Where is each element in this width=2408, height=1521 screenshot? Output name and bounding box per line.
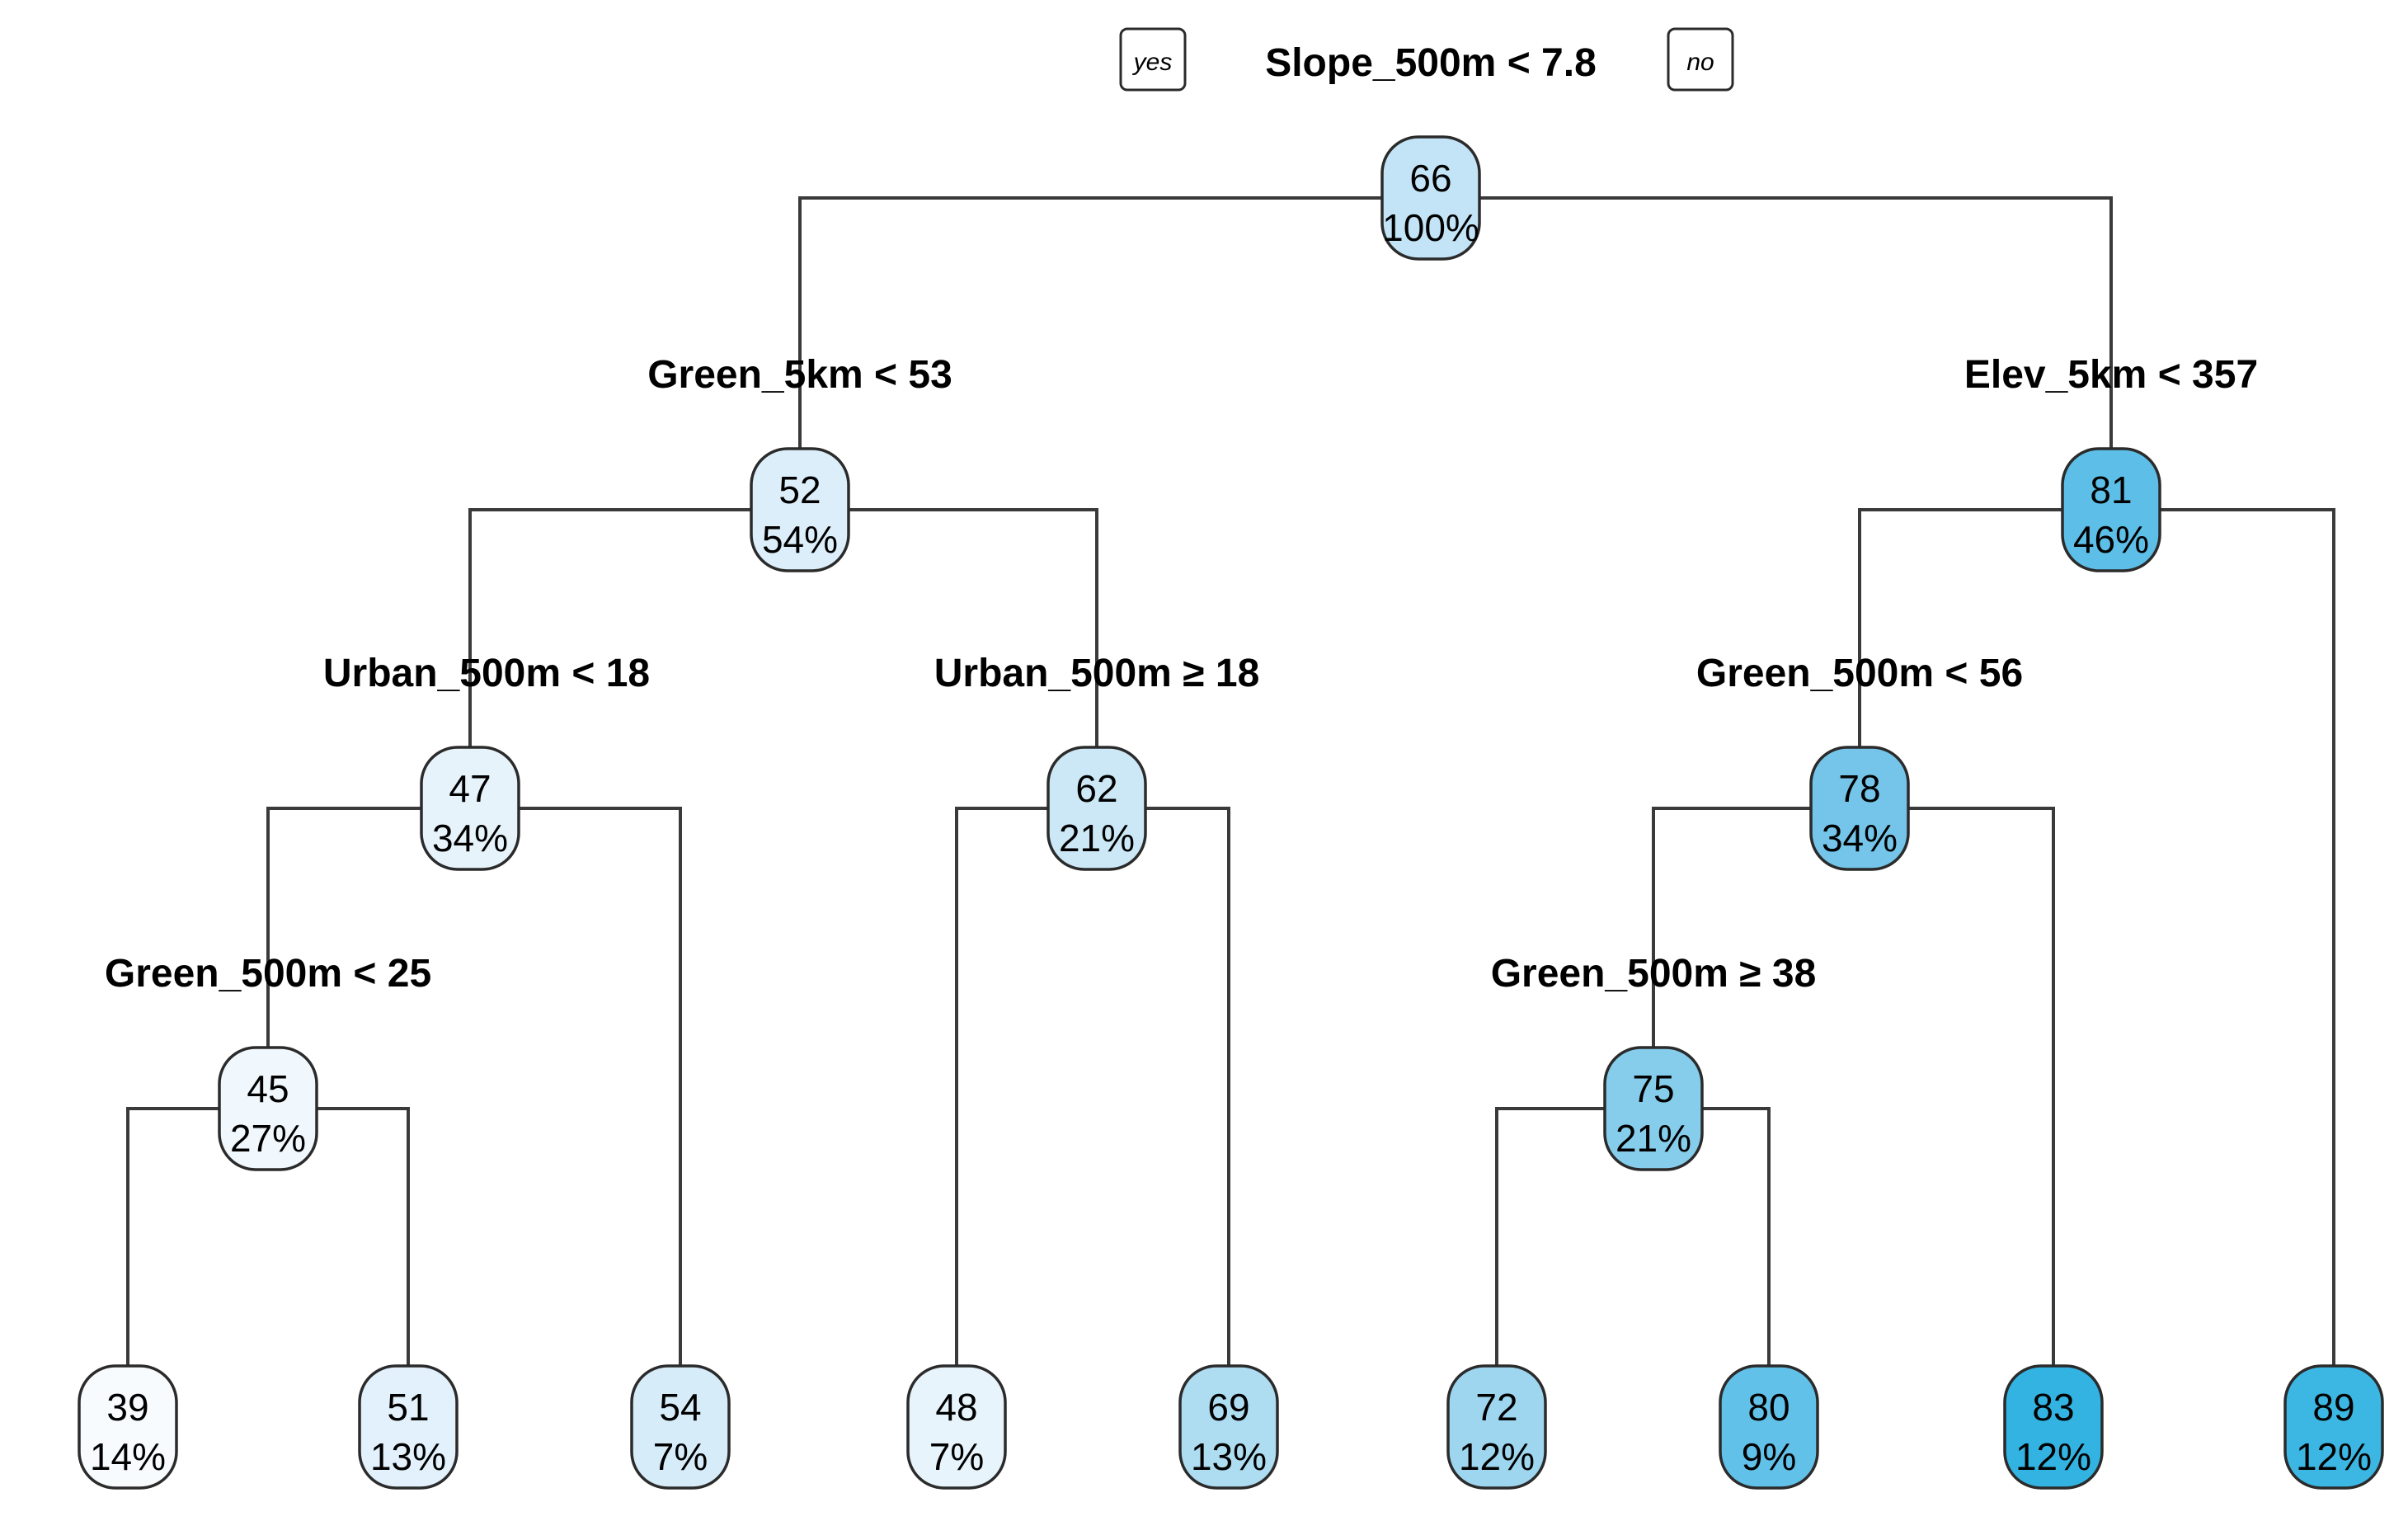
node-shape <box>1603 1046 1704 1171</box>
node-value: 54 <box>659 1386 701 1429</box>
tree-edge-n1-to-n3 <box>468 508 800 747</box>
node-shape <box>1380 135 1481 261</box>
node-shape <box>2061 447 2161 572</box>
node-shape <box>1719 1364 1819 1490</box>
node-percentage: 46% <box>2073 518 2149 561</box>
node-percentage: 12% <box>2015 1435 2091 1478</box>
yes-badge-box <box>1119 27 1187 92</box>
node-percentage: 27% <box>230 1117 306 1160</box>
node-value: 51 <box>387 1386 429 1429</box>
node-value: 89 <box>2312 1386 2354 1429</box>
node-shape <box>630 1364 731 1490</box>
tree-edge-n2-to-l8 <box>2111 508 2335 1366</box>
node-value: 80 <box>1747 1386 1790 1429</box>
node-value: 66 <box>1409 157 1451 200</box>
no-branch-badge: no <box>1667 27 1734 92</box>
node-percentage: 21% <box>1059 817 1135 859</box>
node-percentage: 12% <box>2296 1435 2372 1478</box>
split-label-s6: Green_500m < 25 <box>105 952 431 996</box>
node-value: 78 <box>1838 767 1880 810</box>
node-value: 48 <box>935 1386 977 1429</box>
node-value: 39 <box>106 1386 148 1429</box>
node-layer: 66100%5254%8146%4734%6221%7834%4527%7521… <box>78 135 2384 1490</box>
node-shape <box>78 1364 178 1490</box>
split-label-s0: Slope_500m < 7.8 <box>1265 41 1597 85</box>
tree-edge-n1-to-n4 <box>800 508 1098 747</box>
node-shape <box>420 746 520 871</box>
yes-badge-label: yes <box>1132 49 1173 76</box>
node-percentage: 34% <box>1822 817 1898 859</box>
node-shape <box>1809 746 1910 871</box>
node-value: 52 <box>778 469 821 511</box>
node-percentage: 34% <box>432 817 508 859</box>
node-shape <box>1046 746 1147 871</box>
split-label-s4: Urban_500m ≥ 18 <box>934 652 1260 695</box>
node-shape <box>1178 1364 1279 1490</box>
yes-branch-badge: yes <box>1119 27 1187 92</box>
leaf-node-l2[interactable]: 547% <box>630 1364 731 1490</box>
node-percentage: 100% <box>1382 206 1479 249</box>
node-percentage: 7% <box>929 1435 984 1478</box>
node-shape <box>750 447 850 572</box>
connector-layer <box>126 196 2335 1366</box>
tree-edge-n7-to-l5 <box>1495 1107 1653 1366</box>
node-value: 69 <box>1207 1386 1249 1429</box>
node-percentage: 7% <box>653 1435 708 1478</box>
no-badge-label: no <box>1686 49 1714 76</box>
split-label-s2: Elev_5km < 357 <box>1964 353 2258 397</box>
node-percentage: 12% <box>1459 1435 1535 1478</box>
node-percentage: 13% <box>1191 1435 1267 1478</box>
node-shape <box>218 1046 318 1171</box>
node-value: 75 <box>1632 1067 1674 1110</box>
node-shape <box>906 1364 1007 1490</box>
split-label-s5: Green_500m < 56 <box>1696 652 2023 695</box>
tree-edge-n5-to-l7 <box>1860 807 2055 1366</box>
node-shape <box>2003 1364 2104 1490</box>
tree-edge-n2-to-n5 <box>1858 508 2111 747</box>
split-label-s7: Green_500m ≥ 38 <box>1491 952 1817 996</box>
tree-edge-n3-to-n6 <box>266 807 470 1048</box>
node-percentage: 54% <box>762 518 838 561</box>
leaf-node-l6[interactable]: 809% <box>1719 1364 1819 1490</box>
node-value: 45 <box>247 1067 289 1110</box>
node-value: 47 <box>449 767 491 810</box>
no-badge-box <box>1667 27 1734 92</box>
node-percentage: 21% <box>1616 1117 1691 1160</box>
node-value: 72 <box>1475 1386 1517 1429</box>
tree-edge-n0-to-n2 <box>1431 196 2113 449</box>
leaf-node-l3[interactable]: 487% <box>906 1364 1007 1490</box>
node-shape <box>2283 1364 2384 1490</box>
node-percentage: 13% <box>370 1435 446 1478</box>
node-value: 83 <box>2032 1386 2074 1429</box>
node-percentage: 14% <box>90 1435 166 1478</box>
node-shape <box>1446 1364 1547 1490</box>
split-label-s1: Green_5km < 53 <box>647 353 952 397</box>
tree-edge-n5-to-n7 <box>1652 807 1860 1048</box>
node-shape <box>358 1364 459 1490</box>
node-value: 81 <box>2090 469 2132 511</box>
split-label-s3: Urban_500m < 18 <box>323 652 650 695</box>
yes-no-legend-layer: yes no <box>1119 27 1734 92</box>
tree-edge-n3-to-l2 <box>470 807 682 1366</box>
tree-edge-n0-to-n1 <box>798 196 1431 449</box>
internal-node-n0[interactable]: 66 100% <box>1380 135 1481 261</box>
node-value: 62 <box>1075 767 1117 810</box>
node-percentage: 9% <box>1742 1435 1796 1478</box>
